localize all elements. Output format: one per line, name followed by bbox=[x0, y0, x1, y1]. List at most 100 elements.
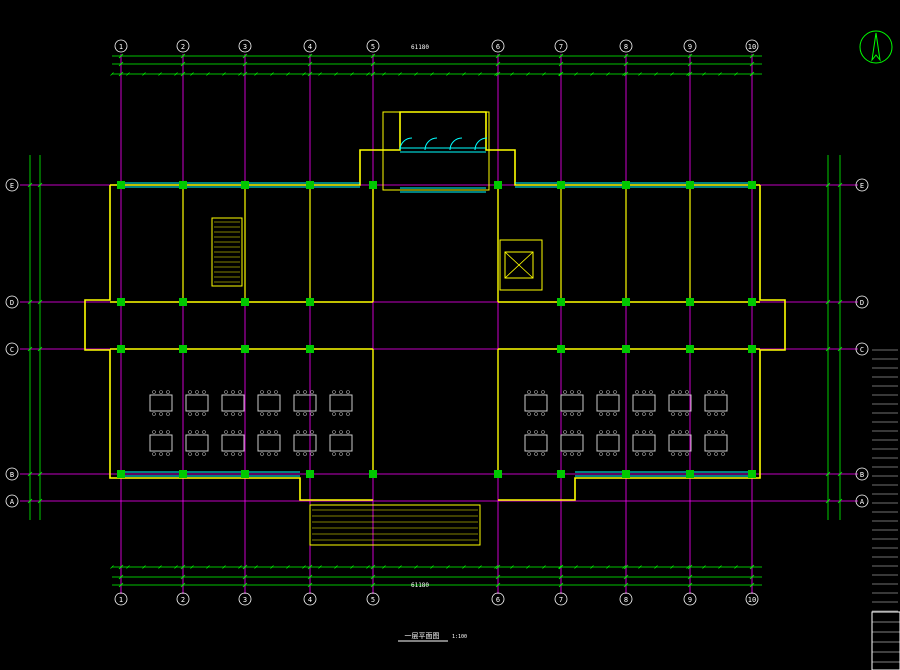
dimension-tick bbox=[370, 574, 376, 580]
dimension-tick bbox=[110, 72, 114, 76]
axis-label-A: A bbox=[860, 498, 865, 506]
chair bbox=[195, 390, 199, 394]
chair bbox=[599, 412, 603, 416]
table bbox=[632, 434, 656, 452]
axis-bubble-1 bbox=[114, 39, 128, 53]
dimension-tick bbox=[825, 299, 831, 305]
column bbox=[117, 470, 125, 478]
column bbox=[117, 345, 125, 353]
dimension-tick bbox=[270, 565, 274, 569]
chair bbox=[527, 430, 531, 434]
door-swing bbox=[474, 137, 488, 151]
axis-bubble-5 bbox=[366, 39, 380, 53]
dimension-tick bbox=[238, 72, 242, 76]
chair bbox=[678, 390, 682, 394]
axis-bubble-C bbox=[855, 342, 869, 356]
dimension-tick bbox=[702, 72, 706, 76]
chair bbox=[166, 390, 170, 394]
structural-columns bbox=[117, 181, 756, 478]
dimension-tick bbox=[206, 72, 210, 76]
axis-label-B: B bbox=[10, 471, 14, 479]
column bbox=[306, 345, 314, 353]
dimension-tick bbox=[687, 574, 693, 580]
dimension-tick bbox=[370, 564, 376, 570]
table bbox=[632, 394, 656, 412]
dimension-tick bbox=[110, 565, 114, 569]
chair bbox=[332, 412, 336, 416]
column bbox=[306, 298, 314, 306]
dimension-tick bbox=[837, 498, 843, 504]
dimension-tick bbox=[542, 565, 546, 569]
axis-bubble-5 bbox=[366, 592, 380, 606]
dimension-tick bbox=[37, 182, 43, 188]
dimension-tick bbox=[27, 471, 33, 477]
dimension-tick bbox=[446, 72, 450, 76]
chair bbox=[231, 430, 235, 434]
chair bbox=[152, 452, 156, 456]
chair bbox=[685, 452, 689, 456]
dimension-tick bbox=[27, 498, 33, 504]
chair bbox=[707, 412, 711, 416]
chair bbox=[224, 452, 228, 456]
dimension-tick bbox=[623, 574, 629, 580]
chair bbox=[346, 430, 350, 434]
dimension-tick bbox=[180, 53, 186, 59]
chair bbox=[570, 430, 574, 434]
dimension-tick bbox=[37, 498, 43, 504]
dimension-tick bbox=[242, 61, 248, 67]
dimension-tick bbox=[242, 574, 248, 580]
dimension-tick bbox=[158, 72, 162, 76]
dimension-tick bbox=[158, 565, 162, 569]
chair bbox=[527, 452, 531, 456]
dimension-tick bbox=[37, 471, 43, 477]
table bbox=[149, 394, 173, 412]
stair bbox=[211, 217, 243, 287]
chair bbox=[671, 412, 675, 416]
axis-bubble-4 bbox=[303, 39, 317, 53]
dimension-tick bbox=[622, 72, 626, 76]
axis-label-2: 2 bbox=[181, 43, 185, 51]
chair bbox=[339, 390, 343, 394]
dimension-tick bbox=[623, 564, 629, 570]
chair bbox=[563, 390, 567, 394]
chair bbox=[606, 430, 610, 434]
dimension-tick bbox=[142, 72, 146, 76]
dimension-tick bbox=[837, 471, 843, 477]
dimension-tick bbox=[222, 72, 226, 76]
dimension-tick bbox=[190, 72, 194, 76]
dimension-tick bbox=[307, 71, 313, 77]
furniture bbox=[149, 390, 728, 456]
chair bbox=[166, 430, 170, 434]
dimension-tick bbox=[286, 72, 290, 76]
chair bbox=[260, 390, 264, 394]
chair bbox=[541, 390, 545, 394]
axis-bubble-D bbox=[5, 295, 19, 309]
dimension-tick bbox=[494, 72, 498, 76]
dimension-tick bbox=[558, 564, 564, 570]
dimension-tick bbox=[382, 72, 386, 76]
door-swing bbox=[424, 137, 438, 151]
chair bbox=[577, 412, 581, 416]
axis-bubble-D bbox=[855, 295, 869, 309]
dimension-tick bbox=[686, 565, 690, 569]
dimension-tick bbox=[302, 72, 306, 76]
dimension-tick bbox=[558, 574, 564, 580]
dimension-tick bbox=[180, 574, 186, 580]
dimension-tick bbox=[118, 582, 124, 588]
chair bbox=[721, 430, 725, 434]
dimension-tick bbox=[242, 582, 248, 588]
axis-label-9: 9 bbox=[688, 43, 692, 51]
dimension-tick bbox=[558, 53, 564, 59]
door-swing bbox=[399, 137, 413, 151]
chair bbox=[202, 390, 206, 394]
dimension-tick bbox=[206, 565, 210, 569]
dimension-tick bbox=[27, 299, 33, 305]
axis-bubble-3 bbox=[238, 39, 252, 53]
axis-bubble-7 bbox=[554, 39, 568, 53]
dimension-tick bbox=[825, 346, 831, 352]
dimension-tick bbox=[558, 71, 564, 77]
column bbox=[117, 181, 125, 189]
table bbox=[524, 394, 548, 412]
door-swing bbox=[449, 137, 463, 151]
